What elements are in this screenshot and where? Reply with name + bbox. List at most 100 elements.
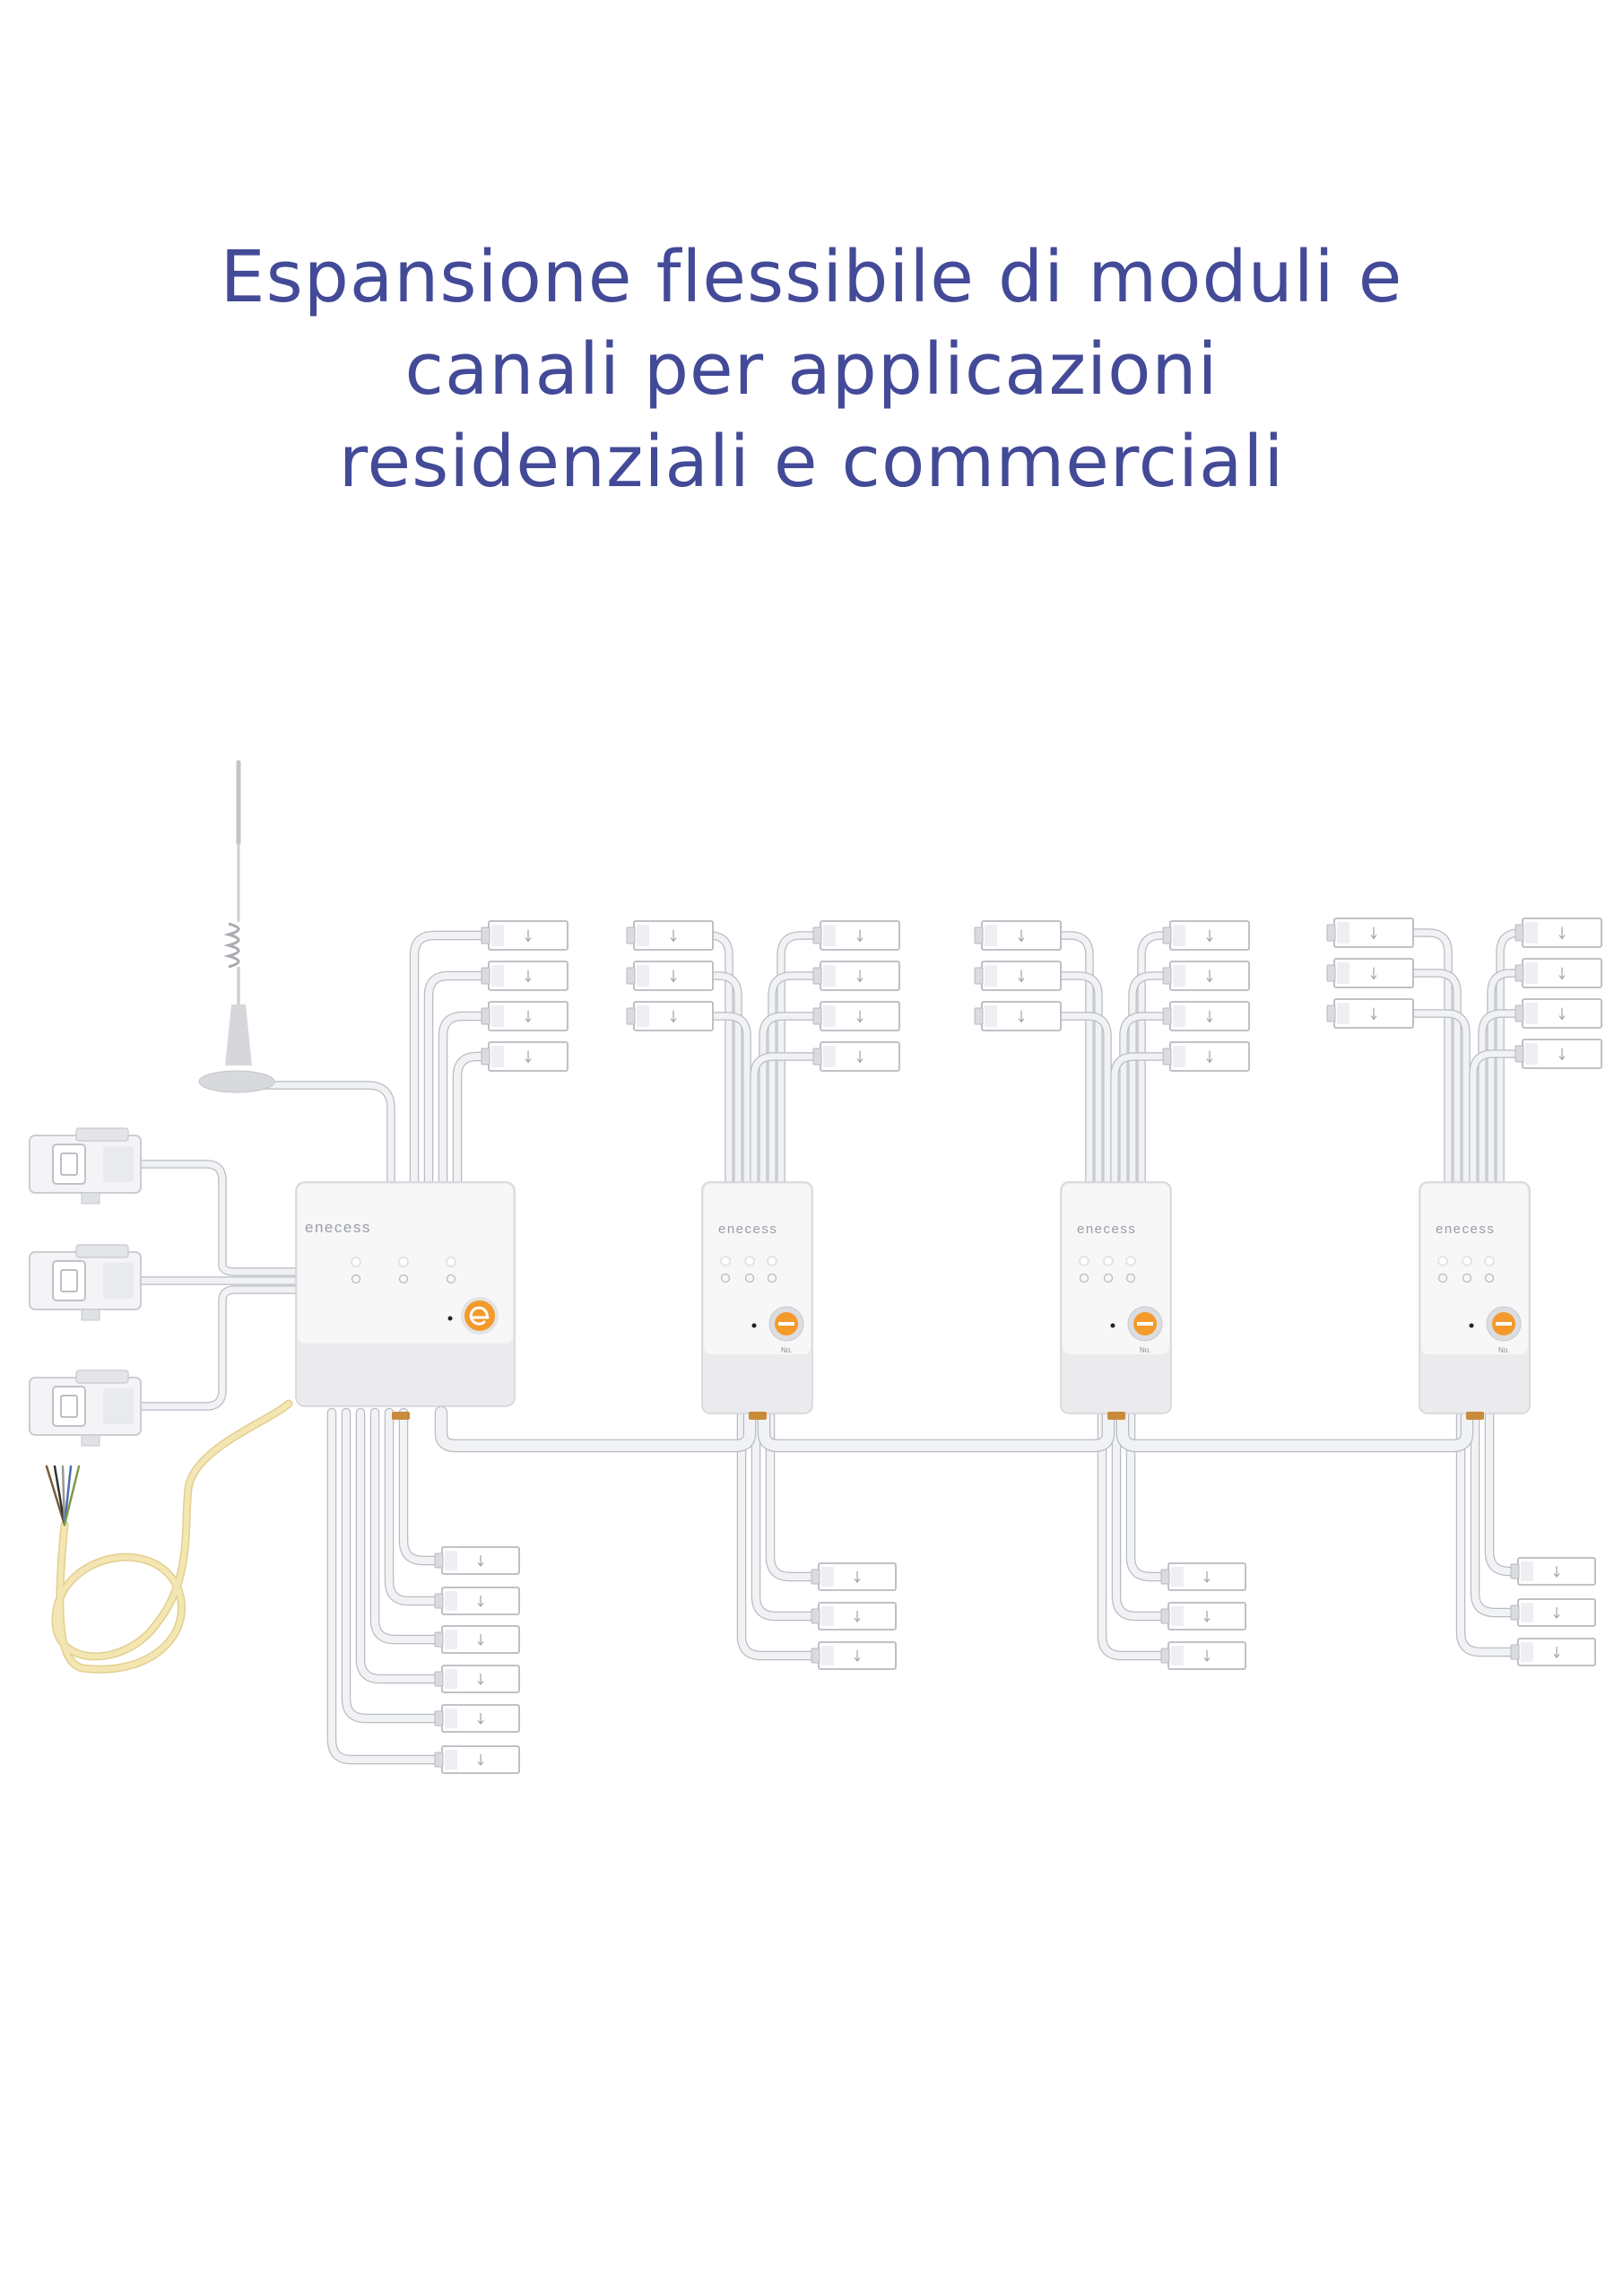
- cable-core: [1479, 1010, 1531, 1186]
- arrow-down-icon: [1558, 1048, 1566, 1061]
- cable-core: [108, 1161, 299, 1275]
- bus-cable-3: [1115, 1405, 1474, 1453]
- cable-core: [1471, 1409, 1539, 1616]
- cable-core: [992, 932, 1093, 1186]
- sensor-plug: [811, 1648, 820, 1664]
- arrow-down-icon: [1203, 1611, 1211, 1622]
- sensor-plug: [1515, 964, 1524, 982]
- sensor-cap: [823, 925, 836, 946]
- cable-core: [1117, 1407, 1472, 1451]
- wire-lead: [45, 1465, 66, 1526]
- module-1-bottom-cable-2: [751, 1407, 830, 1622]
- cable-core: [400, 1409, 443, 1564]
- network-icon: [1103, 1273, 1114, 1283]
- knob-slot: [1137, 1322, 1153, 1326]
- brand-label: enecess: [1077, 1222, 1136, 1237]
- knob-slot: [778, 1322, 794, 1326]
- ct-sensor-icon: [434, 1745, 520, 1774]
- sensor-plug: [812, 926, 822, 944]
- cable-core: [767, 1409, 829, 1580]
- ct-sensor-icon: [1162, 961, 1250, 991]
- ct-sensor-icon: [974, 1001, 1062, 1031]
- arrow-down-icon: [1018, 970, 1025, 983]
- arrow-down-icon: [477, 1713, 484, 1725]
- module-3-top-right-cable-4: [1469, 1049, 1532, 1187]
- arrow-down-icon: [670, 970, 677, 983]
- cable-core: [1120, 1013, 1178, 1186]
- sensor-plug: [481, 1007, 490, 1025]
- ct-sensor-icon: [626, 961, 714, 991]
- reset-dot: [751, 1323, 757, 1328]
- cable-edge: [1125, 1407, 1185, 1582]
- hub-bottom-cable-5: [341, 1407, 445, 1724]
- sensor-cap: [985, 925, 997, 946]
- refresh-icon: [1484, 1273, 1495, 1283]
- sensor-plug: [974, 1007, 984, 1025]
- title-line-3: residenziali e commerciali: [338, 421, 1285, 503]
- cable-core: [759, 1407, 1114, 1451]
- power-icon: [351, 1274, 361, 1284]
- antenna-base: [198, 1070, 275, 1093]
- arrow-down-icon: [856, 1050, 864, 1064]
- sensor-plug: [974, 926, 984, 944]
- arrow-down-icon: [1558, 967, 1566, 980]
- sensor-cap: [821, 1567, 834, 1587]
- sensor-cap: [823, 965, 836, 987]
- reset-dot: [1469, 1323, 1474, 1328]
- ct-sensor-icon: [1160, 1562, 1246, 1591]
- ct-sensor-icon: [481, 961, 568, 991]
- ct-sensor-icon: [1160, 1641, 1246, 1670]
- hub-top-cable-2: [423, 970, 488, 1187]
- arrow-down-icon: [1553, 1566, 1560, 1578]
- cable-core: [1349, 929, 1452, 1186]
- antenna-icon: [198, 760, 275, 1093]
- ct-sensor-icon: [1510, 1598, 1596, 1627]
- sensor-cap: [491, 965, 504, 987]
- sensor-plug: [812, 1048, 822, 1065]
- sensor-cap: [1521, 1603, 1533, 1622]
- module-3-top-left-cable-2: [1348, 969, 1462, 1187]
- sensor-cap: [821, 1646, 834, 1665]
- hub-bottom-cable-3: [369, 1407, 445, 1645]
- power-cable-icon: [45, 1399, 293, 1674]
- cable-edge: [452, 1051, 488, 1187]
- ct-sensor-icon: [1160, 1602, 1246, 1631]
- sensor-cap: [1337, 922, 1350, 944]
- ct-sensor-icon: [1510, 1638, 1596, 1666]
- ct-sensor-icon: [812, 1001, 900, 1031]
- cable-core: [768, 972, 827, 1186]
- module-2-top-right-cable-4: [1110, 1052, 1179, 1187]
- arrow-down-icon: [477, 1674, 484, 1685]
- sensor-cap: [1525, 962, 1538, 984]
- cable-core: [1349, 1010, 1470, 1186]
- ct-sensor-icon: [811, 1602, 897, 1631]
- ct-sensor-icon: [434, 1704, 520, 1733]
- sensor-cap: [445, 1551, 457, 1570]
- sensor-plug: [1160, 1648, 1170, 1664]
- refresh-icon: [1125, 1273, 1136, 1283]
- cable-edge: [765, 1407, 830, 1582]
- hub-bottom-cable-6: [326, 1407, 445, 1765]
- led-icon: [1103, 1256, 1114, 1266]
- sensor-cap: [491, 1046, 504, 1067]
- ct-sensor-icon: [481, 1001, 568, 1031]
- cable-edge: [398, 1407, 445, 1566]
- sensor-cap: [491, 1005, 504, 1027]
- sensor-plug: [1160, 1608, 1170, 1624]
- arrow-down-icon: [525, 1050, 532, 1064]
- arrow-down-icon: [856, 970, 864, 983]
- cable-core: [371, 1409, 443, 1643]
- ct-sensor-icon: [481, 1041, 568, 1072]
- ct-sensor-icon: [811, 1641, 897, 1670]
- reset-dot: [447, 1316, 453, 1321]
- module-1-bottom-cable-3: [736, 1407, 830, 1661]
- module-1-top-left-cable-3: [632, 1012, 751, 1187]
- cable-core: [633, 972, 742, 1186]
- bus-cable-2: [757, 1405, 1115, 1453]
- arrow-down-icon: [477, 1596, 484, 1607]
- hub-top-cable-3: [438, 1011, 488, 1187]
- cable-core: [1098, 1409, 1183, 1659]
- ct-sensor-icon: [1515, 1039, 1602, 1069]
- cable-core: [1470, 1050, 1531, 1186]
- ct-sensor-icon: [1326, 958, 1414, 988]
